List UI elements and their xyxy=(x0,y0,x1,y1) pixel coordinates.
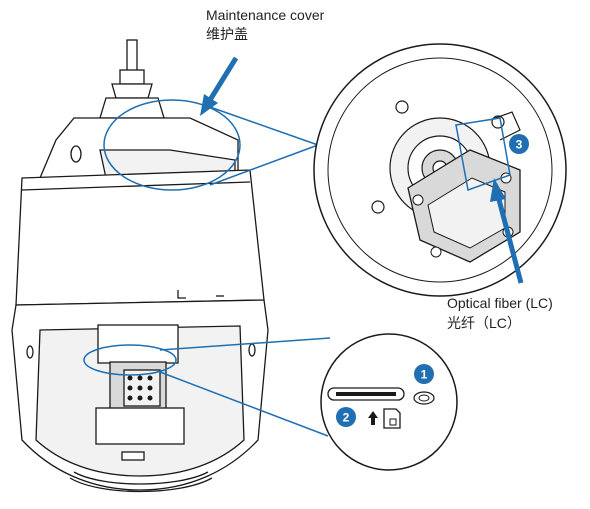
maintenance-cover-callout xyxy=(103,99,319,191)
maintenance-cover-label-en: Maintenance cover xyxy=(206,7,325,23)
svg-text:2: 2 xyxy=(343,411,350,425)
detail-top-view xyxy=(313,43,567,297)
svg-text:3: 3 xyxy=(516,138,523,152)
step-badge-1: 1 xyxy=(414,364,434,384)
detail-sd-slot xyxy=(320,333,458,471)
maintenance-cover-label-zh: 维护盖 xyxy=(206,26,248,42)
memory-card-icon xyxy=(383,408,401,429)
camera-body xyxy=(11,39,269,493)
arrow-icon xyxy=(490,178,524,284)
optical-fiber-label-en: Optical fiber (LC) xyxy=(447,295,553,311)
sd-card-callout xyxy=(83,337,331,437)
step-badge-2: 2 xyxy=(336,407,356,427)
arrow-icon xyxy=(200,56,239,116)
up-arrow-icon xyxy=(368,411,378,425)
optical-fiber-label-zh: 光纤（LC） xyxy=(447,315,521,331)
step-badge-3: 3 xyxy=(509,134,529,154)
svg-text:1: 1 xyxy=(421,368,428,382)
